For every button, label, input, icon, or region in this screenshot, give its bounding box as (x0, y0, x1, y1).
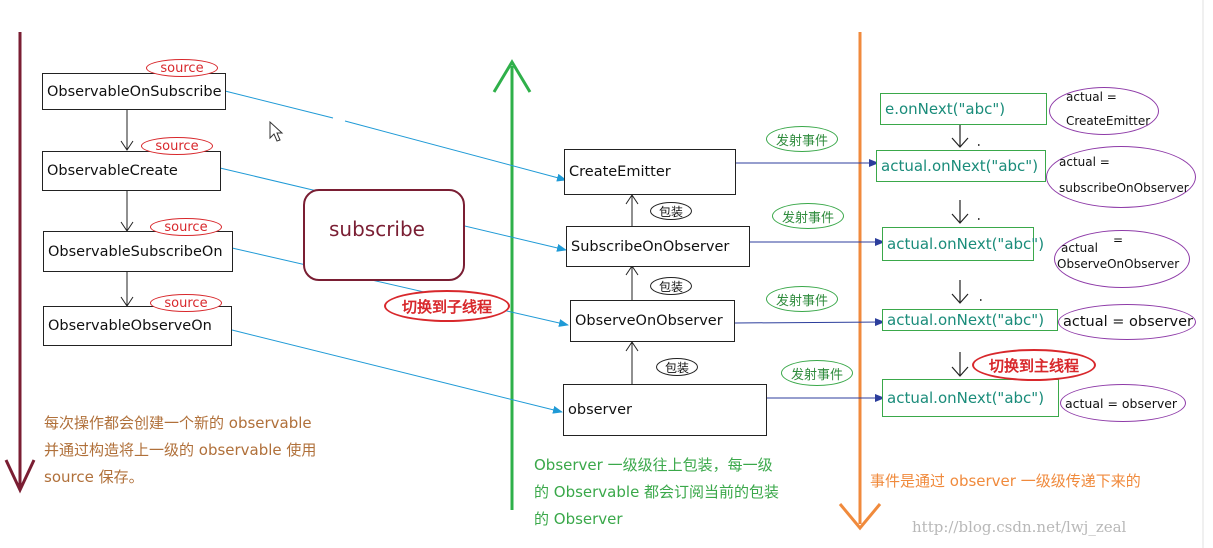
actual-label-line1: actual (1061, 241, 1098, 255)
actual-observer-oval: actual = observer (1058, 304, 1196, 340)
source-tag: source (150, 294, 222, 312)
subscribe-box: subscribe (303, 189, 465, 281)
switch-to-child-thread-badge: 切换到子线程 (384, 290, 510, 322)
create-emitter-box: CreateEmitter (564, 149, 736, 195)
middle-note-line: 的 Observable 都会订阅当前的包装 (534, 483, 780, 501)
right-note: 事件是通过 observer 一级级传递下来的 (870, 472, 1141, 490)
observable-subscribe-on-box: ObservableSubscribeOn (43, 231, 233, 272)
observable-on-subscribe-box: ObservableOnSubscribe (42, 73, 226, 110)
actual-label-line2: subscribeOnObserver (1059, 181, 1189, 195)
observable-observe-on-box: ObservableObserveOn (43, 306, 232, 346)
observer-box: observer (563, 384, 767, 436)
middle-note-line: 的 Observer (534, 510, 623, 528)
emit-event-tag: 发射事件 (766, 126, 838, 152)
actual-onnext-call: actual.onNext("abc") (876, 150, 1046, 182)
left-note-line: source 保存。 (44, 468, 144, 486)
actual-label-mark: = (1113, 233, 1124, 247)
emit-event-tag: 发射事件 (781, 360, 853, 386)
actual-observer-oval: actual = observer (1060, 384, 1186, 422)
left-note-line: 每次操作都会创建一个新的 observable (44, 414, 312, 432)
left-note: 每次操作都会创建一个新的 observable 并通过构造将上一级的 obser… (44, 410, 316, 491)
mouse-cursor-icon (269, 120, 284, 142)
actual-onnext-call: actual.onNext("abc") (882, 379, 1059, 417)
left-note-line: 并通过构造将上一级的 observable 使用 (44, 441, 317, 459)
emit-event-tag: 发射事件 (772, 203, 844, 229)
emitter-onnext-call: e.onNext("abc") (880, 93, 1047, 125)
actual-label-line1: actual = (1059, 155, 1110, 169)
emit-event-tag: 发射事件 (766, 286, 838, 312)
actual-onnext-call: actual.onNext("abc") (882, 227, 1044, 261)
watermark: http://blog.csdn.net/lwj_zeal (912, 518, 1127, 536)
middle-note-line: Observer 一级级往上包装，每一级 (534, 456, 773, 474)
actual-onnext-call: actual.onNext("abc") (882, 309, 1058, 331)
observe-on-observer-box: ObserveOnObserver (570, 300, 735, 342)
observable-create-box: ObservableCreate (42, 151, 221, 191)
actual-label-oval: actual = CreateEmitter (1049, 87, 1159, 135)
actual-label-line2: ObserveOnObserver (1057, 257, 1180, 271)
actual-label-line2: CreateEmitter (1066, 114, 1151, 128)
switch-to-main-thread-badge: 切换到主线程 (972, 349, 1096, 381)
actual-label-line1: actual = (1066, 90, 1117, 104)
wrap-tag: 包装 (656, 358, 698, 376)
actual-label-oval: actual = subscribeOnObserver (1046, 146, 1196, 208)
source-tag: source (150, 218, 222, 236)
middle-note: Observer 一级级往上包装，每一级 的 Observable 都会订阅当前… (534, 452, 779, 533)
wrap-tag: 包装 (650, 277, 692, 295)
subscribe-on-observer-box: SubscribeOnObserver (566, 226, 750, 267)
source-tag: source (146, 59, 218, 77)
source-tag: source (141, 137, 213, 155)
actual-label-oval: actual = ObserveOnObserver (1054, 230, 1190, 288)
wrap-tag: 包装 (650, 202, 692, 220)
